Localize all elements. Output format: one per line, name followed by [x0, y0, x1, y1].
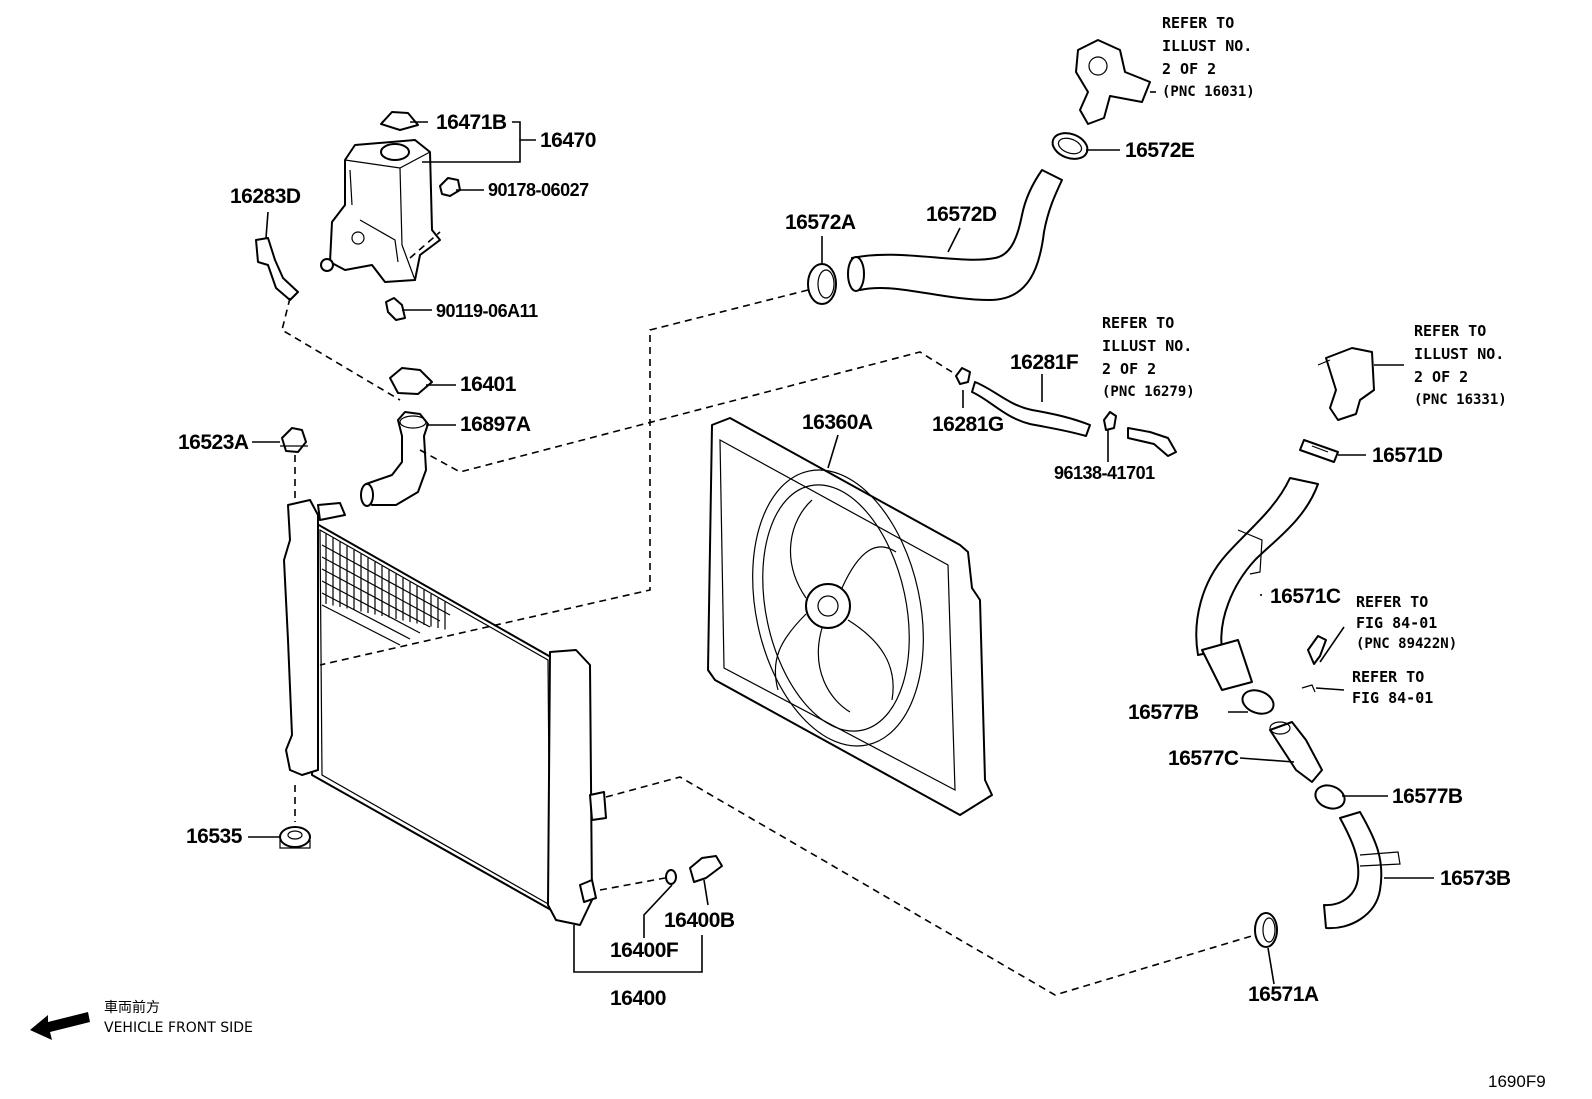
label-16577B-upper: 16577B — [1128, 701, 1199, 724]
ref-line: ILLUST NO. — [1162, 37, 1253, 55]
reference-note-pnc-16331: REFER TO ILLUST NO. 2 OF 2 (PNC 16331) — [1414, 320, 1507, 412]
clip-96138 — [1103, 411, 1117, 431]
label-16571D: 16571D — [1372, 444, 1443, 467]
diagram-code: 1690F9 — [1488, 1072, 1546, 1091]
clip-16281G — [955, 367, 971, 385]
hose-16281F — [971, 381, 1091, 437]
ref-line: ILLUST NO. — [1414, 345, 1505, 363]
label-16577C: 16577C — [1168, 747, 1239, 770]
oring-16400F — [665, 869, 677, 885]
mount-16535 — [279, 826, 311, 849]
label-16360A: 16360A — [802, 411, 873, 434]
clamp-16577B-lower — [1314, 784, 1346, 810]
label-16897A: 16897A — [460, 413, 531, 436]
ref-line: (PNC 16031) — [1162, 84, 1255, 100]
label-16470: 16470 — [540, 129, 596, 152]
sensor-ref — [1301, 635, 1327, 693]
ref-line: REFER TO — [1356, 593, 1429, 611]
radiator-cap-16401 — [389, 367, 433, 395]
connector-16577C — [1269, 721, 1323, 783]
reservoir-tank — [320, 139, 441, 283]
reference-note-pnc-16279: REFER TO ILLUST NO. 2 OF 2 (PNC 16279) — [1102, 312, 1195, 404]
reservoir-cap — [380, 111, 419, 131]
label-90178-06027: 90178-06027 — [488, 180, 589, 200]
vehicle-front-note: 車両前方 VEHICLE FRONT SIDE — [104, 998, 253, 1038]
label-16535: 16535 — [186, 825, 242, 848]
ref-line: 2 OF 2 — [1414, 368, 1469, 386]
ref-line: REFER TO — [1102, 314, 1175, 332]
ref-line: REFER TO — [1352, 668, 1425, 686]
label-16573B: 16573B — [1440, 867, 1511, 890]
clamp-16572E — [1051, 132, 1089, 160]
label-16400B: 16400B — [664, 909, 735, 932]
mount-16523A — [280, 427, 308, 453]
vehicle-front-japanese: 車両前方 — [104, 1000, 160, 1016]
filler-neck-16897A — [360, 411, 429, 507]
leader-lines — [248, 91, 1434, 985]
label-16523A: 16523A — [178, 431, 249, 454]
label-16572A: 16572A — [785, 211, 856, 234]
ref-line: REFER TO — [1414, 322, 1487, 340]
bracket-16283D — [255, 237, 299, 301]
label-90119-06A11: 90119-06A11 — [436, 301, 538, 321]
ref-line: 2 OF 2 — [1102, 360, 1157, 378]
ref-line: (PNC 16279) — [1102, 384, 1195, 400]
ref-line: (PNC 89422N) — [1356, 636, 1458, 652]
upper-hose-16572D — [847, 169, 1063, 301]
ref-line: ILLUST NO. — [1102, 337, 1193, 355]
label-16571A: 16571A — [1248, 983, 1319, 1006]
label-16400F: 16400F — [610, 939, 679, 962]
label-16571C: 16571C — [1270, 585, 1341, 608]
reference-note-pnc-16031: REFER TO ILLUST NO. 2 OF 2 (PNC 16031) — [1162, 12, 1255, 104]
radiator — [283, 499, 607, 926]
front-arrow-icon — [30, 1012, 90, 1040]
clamp-16577B-upper — [1241, 689, 1275, 715]
drain-plug-16400B — [689, 855, 723, 883]
ref-line: FIG 84-01 — [1352, 689, 1434, 707]
label-16400: 16400 — [610, 987, 666, 1010]
thermostat-housing-top — [1075, 39, 1151, 125]
vehicle-front-english: VEHICLE FRONT SIDE — [104, 1020, 253, 1036]
label-16283D: 16283D — [230, 185, 301, 208]
fan-shroud — [707, 417, 993, 816]
label-16401: 16401 — [460, 373, 516, 396]
label-16572D: 16572D — [926, 203, 997, 226]
reference-note-fig-84-01-pnc-89422N: REFER TO FIG 84-01 (PNC 89422N) — [1356, 592, 1457, 655]
hose-16571C — [1195, 477, 1319, 691]
bolt-90119 — [385, 297, 406, 321]
label-16281G: 16281G — [932, 413, 1004, 436]
ref-line: 2 OF 2 — [1162, 60, 1217, 78]
clamp-16571D — [1299, 439, 1339, 463]
clamp-16571A — [1254, 912, 1278, 948]
ref-line: (PNC 16331) — [1414, 392, 1507, 408]
water-inlet-ref — [1317, 347, 1375, 421]
label-16577B-lower: 16577B — [1392, 785, 1463, 808]
dashed-connection-lines — [281, 231, 1256, 996]
pipe-hose-ref — [1127, 427, 1177, 457]
clamp-16572A — [807, 263, 837, 305]
clip-90178 — [439, 177, 461, 197]
label-16471B: 16471B — [436, 111, 507, 134]
label-16572E: 16572E — [1125, 139, 1195, 162]
label-96138-41701: 96138-41701 — [1054, 463, 1155, 483]
ref-line: REFER TO — [1162, 14, 1235, 32]
label-16281F: 16281F — [1010, 351, 1079, 374]
ref-line: FIG 84-01 — [1356, 614, 1438, 632]
reference-note-fig-84-01: REFER TO FIG 84-01 — [1352, 667, 1433, 709]
hose-16573B — [1323, 811, 1401, 930]
